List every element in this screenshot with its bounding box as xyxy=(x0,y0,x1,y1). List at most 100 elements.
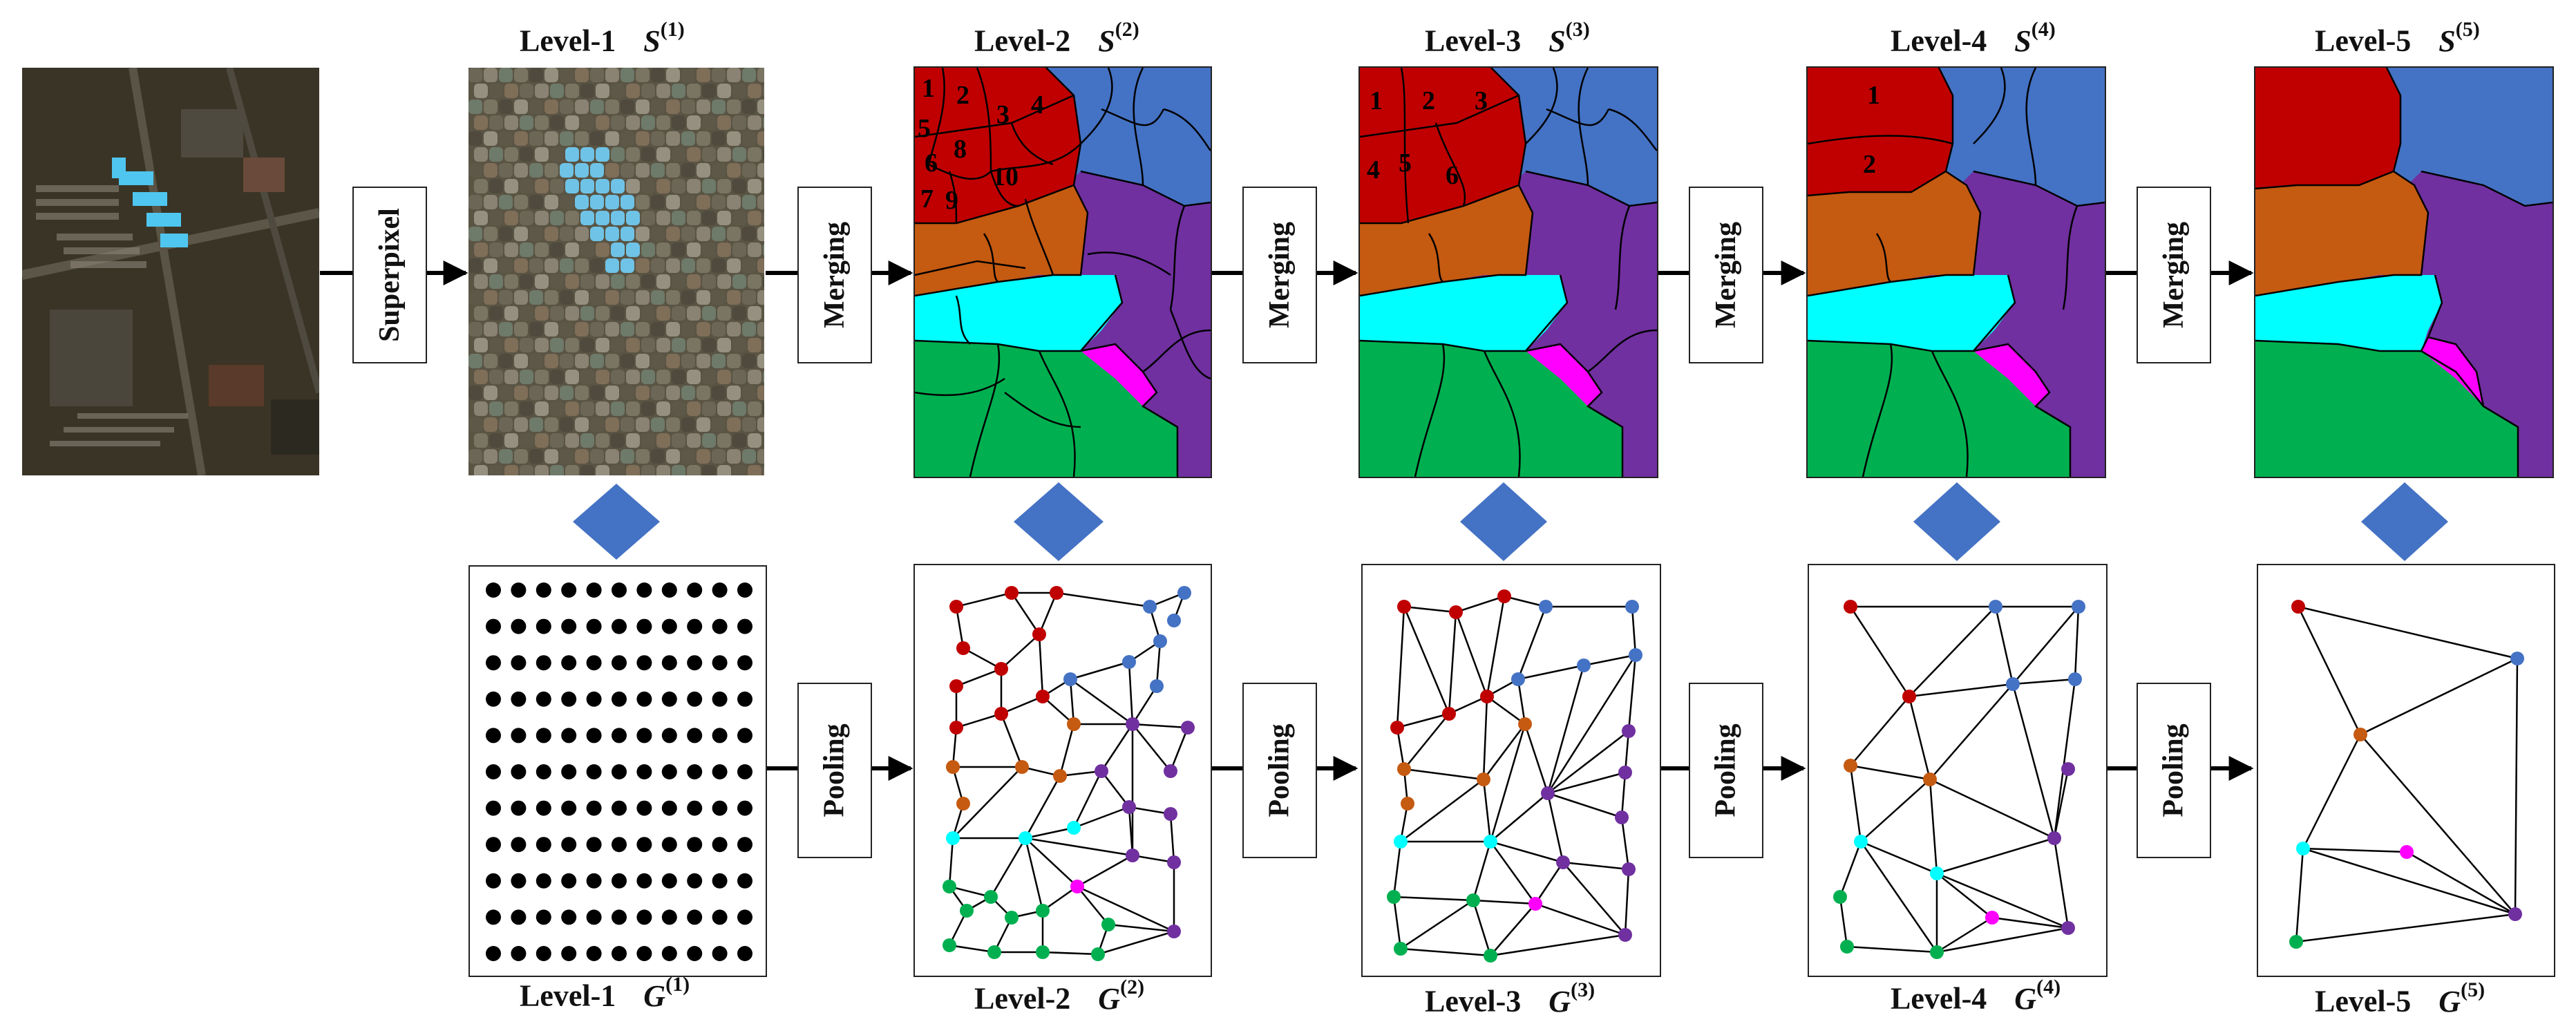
graph-edge xyxy=(2302,847,2516,916)
graph-node xyxy=(1070,880,1084,893)
superpixel-cell xyxy=(626,433,640,448)
graph-node xyxy=(586,909,602,925)
superpixel-cell xyxy=(560,68,574,82)
superpixel-cell xyxy=(656,274,670,289)
graph-edge xyxy=(989,837,1027,898)
superpixel-cell xyxy=(697,386,710,400)
graph-node xyxy=(712,800,728,816)
superpixel-cell xyxy=(656,179,670,193)
graph-edge xyxy=(963,647,1002,670)
svg-text:4: 4 xyxy=(1367,155,1380,184)
superpixel-cell xyxy=(621,417,634,432)
superpixel-cell xyxy=(580,211,594,225)
graph-edge xyxy=(1929,683,2014,780)
superpixel-cell xyxy=(468,449,482,464)
superpixel-cell xyxy=(605,449,619,464)
superpixel-cell xyxy=(596,274,609,289)
superpixel-cell xyxy=(712,227,726,241)
graph-node xyxy=(2061,921,2075,935)
graph-node xyxy=(737,728,752,743)
graph-node xyxy=(687,582,703,598)
superpixel-cell xyxy=(763,211,764,225)
graph-node xyxy=(1629,648,1642,662)
graph-node xyxy=(1840,940,1854,954)
superpixel-cell xyxy=(626,211,640,225)
superpixel-cell xyxy=(636,290,650,305)
graph-node xyxy=(536,800,551,816)
graph-edge xyxy=(1860,779,1931,842)
superpixel-cell xyxy=(651,227,665,241)
graph-edge xyxy=(1042,696,1074,725)
graph-edge xyxy=(1546,654,1637,794)
superpixel-cell xyxy=(499,417,513,432)
graph-node xyxy=(737,800,752,816)
graph-edge xyxy=(1073,806,1130,829)
superpixel-cell xyxy=(702,211,716,225)
graph-node xyxy=(946,760,960,774)
superpixel-cell xyxy=(611,465,625,475)
superpixel-cell xyxy=(681,68,695,82)
graph-node xyxy=(486,618,501,634)
superpixel-cell xyxy=(590,195,604,209)
superpixel-cell xyxy=(672,147,685,162)
superpixel-cell xyxy=(626,115,640,130)
superpixel-cell xyxy=(636,68,650,82)
graph-node xyxy=(712,909,728,925)
superpixel-cell xyxy=(514,322,528,337)
graph-edge xyxy=(1489,841,1537,904)
graph-node xyxy=(1122,800,1136,814)
superpixel-cell xyxy=(484,354,498,368)
graph-edge xyxy=(956,591,1012,608)
graph-edge xyxy=(2053,679,2076,839)
superpixel-cell xyxy=(504,274,518,289)
superpixel-cell xyxy=(742,449,756,464)
superpixel-cell xyxy=(621,99,634,114)
graph-edge xyxy=(1038,592,1058,635)
graph-edge xyxy=(1535,902,1626,936)
graph-edge xyxy=(955,606,965,649)
superpixel-cell xyxy=(580,433,594,448)
superpixel-cell xyxy=(504,370,518,384)
superpixel-cell xyxy=(748,243,761,257)
superpixel-cell xyxy=(596,465,609,475)
superpixel-cell xyxy=(687,306,701,321)
graph-edge xyxy=(2074,606,2080,680)
superpixel-cell xyxy=(535,115,549,130)
graph-node xyxy=(737,691,752,707)
superpixel-cell xyxy=(474,433,488,448)
superpixel-cell xyxy=(732,274,746,289)
superpixel-cell xyxy=(535,433,549,448)
graph-node xyxy=(2006,677,2020,691)
superpixel-cell xyxy=(605,417,619,432)
superpixel-cell xyxy=(504,211,518,225)
graph-node xyxy=(661,655,677,671)
superpixel-cell xyxy=(474,465,488,475)
superpixel-cell xyxy=(484,322,498,337)
graph-edge xyxy=(1583,654,1636,667)
graph-node xyxy=(612,655,627,671)
graph-node xyxy=(1518,717,1532,731)
graph-node xyxy=(511,618,527,634)
superpixel-cell xyxy=(626,274,640,289)
graph-edge xyxy=(1846,945,1938,954)
graph-node xyxy=(2291,600,2305,614)
superpixel-cell xyxy=(687,211,701,225)
graph-node xyxy=(1050,586,1063,600)
superpixel-cell xyxy=(605,131,619,146)
superpixel-cell xyxy=(626,306,640,321)
graph-node xyxy=(586,837,602,853)
graph-node xyxy=(687,618,703,634)
superpixel-cell xyxy=(717,115,731,130)
graph-node xyxy=(737,582,752,598)
superpixel-cell xyxy=(702,306,716,321)
superpixel-cell xyxy=(544,290,558,305)
superpixel-cell xyxy=(544,258,558,273)
superpixel-cell xyxy=(757,322,764,337)
superpixel-cell xyxy=(499,258,513,273)
superpixel-cell xyxy=(672,115,685,130)
graph-edge xyxy=(1483,723,1526,780)
superpixel-cell xyxy=(484,386,498,400)
graph-edge xyxy=(1396,606,1405,728)
superpixel-cell xyxy=(489,433,503,448)
